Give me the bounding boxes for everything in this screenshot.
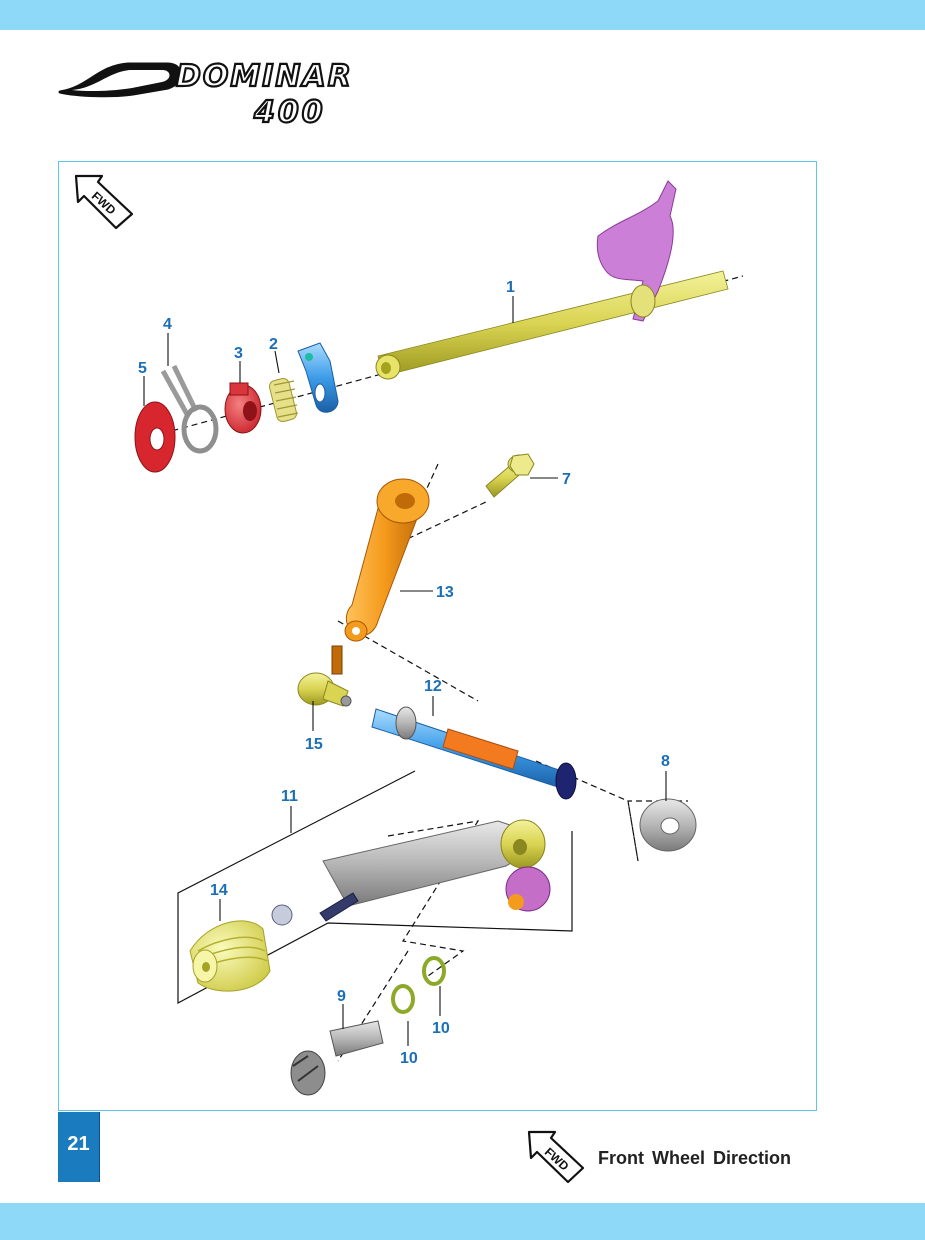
callout-1: 1 [506,279,515,296]
part-3-collar [224,382,262,434]
part-12-tie-rod [371,706,577,800]
callout-15: 15 [305,736,323,753]
callout-7: 7 [562,471,571,488]
part-15-ball-joint [297,645,352,707]
blue-stopper-plate [297,342,339,413]
page-number-badge: 21 [58,1112,100,1182]
part-14-spring [189,920,271,992]
legend-text: Front Wheel Direction [598,1148,792,1168]
diagram-frame [58,161,817,1111]
top-color-band [0,0,925,30]
callout-11: 11 [281,788,298,805]
callout-2: 2 [269,336,278,353]
part-4-circlip [160,364,219,454]
part-9-pivot-bolt [290,1020,384,1096]
callout-3: 3 [234,345,243,362]
callout-5: 5 [138,360,147,377]
callout-9: 9 [337,988,346,1005]
callout-8: 8 [661,753,670,770]
dominar-400-logo: DOMINAR 400 [58,58,353,130]
callout-10-right: 10 [432,1020,450,1037]
logo-model-number: 400 [253,95,326,130]
exploded-parts-diagram: 1 2 3 4 5 7 13 12 15 8 11 14 9 10 10 [134,180,744,1096]
fwd-arrow-icon: FWD [527,1130,585,1184]
part-10-o-rings [391,956,446,1014]
callout-10-left: 10 [400,1050,418,1067]
callout-leaders [143,296,667,1046]
part-7-bolt [485,453,535,498]
callout-12: 12 [424,678,442,695]
part-1-shift-shaft [375,180,729,380]
fwd-legend: FWD Front Wheel Direction [525,1128,825,1184]
gear-pedal-arm [271,819,551,926]
callout-13: 13 [436,584,454,601]
callout-14: 14 [210,882,228,899]
part-2-spring [268,377,299,423]
callout-4: 4 [163,316,172,333]
fwd-arrow-icon: FWD [74,174,134,230]
logo-wordmark: DOMINAR [176,59,353,94]
part-8-washer [639,798,697,852]
part-13-lever-arm [344,478,430,642]
part-5-washer [134,401,176,473]
bottom-color-band [0,1203,925,1240]
